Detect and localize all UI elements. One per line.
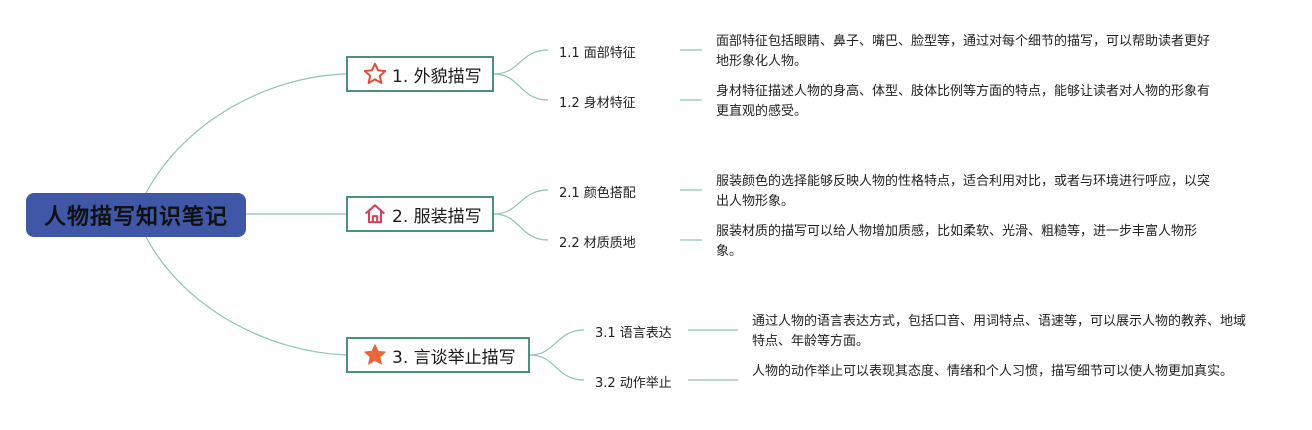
leaf-face-features[interactable]: 1.1 面部特征 [559, 46, 636, 61]
root-label: 人物描写知识笔记 [43, 205, 228, 230]
leaf-body-features[interactable]: 1.2 身材特征 [559, 96, 636, 111]
branch-label: 1. 外貌描写 [392, 66, 482, 87]
desc-language-expression: 通过人物的语言表达方式，包括口音、用词特点、语速等，可以展示人物的教养、地域特点… [752, 314, 1247, 349]
desc-body-features: 身材特征描述人物的身高、体型、肢体比例等方面的特点，能够让读者对人物的形象有更直… [716, 84, 1211, 119]
branch-label: 2. 服装描写 [392, 206, 482, 227]
leaf-material-texture[interactable]: 2.2 材质质地 [559, 236, 636, 251]
home-icon [362, 201, 388, 227]
branch-label: 3. 言谈举止描写 [392, 347, 516, 368]
desc-face-features: 面部特征包括眼睛、鼻子、嘴巴、脸型等，通过对每个细节的描写，可以帮助读者更好地形… [716, 34, 1211, 69]
leaf-language-expression[interactable]: 3.1 语言表达 [595, 326, 672, 341]
branch-clothing[interactable]: 2. 服装描写 [346, 196, 494, 232]
branch-appearance[interactable]: 1. 外貌描写 [346, 56, 494, 92]
desc-actions-manner: 人物的动作举止可以表现其态度、情绪和个人习惯，描写细节可以使人物更加真实。 [752, 364, 1234, 379]
branch-speech-behavior[interactable]: 3. 言谈举止描写 [346, 337, 530, 373]
star-filled-icon [362, 342, 388, 368]
leaf-actions-manner[interactable]: 3.2 动作举止 [595, 376, 672, 391]
desc-material-texture: 服装材质的描写可以给人物增加质感，比如柔软、光滑、粗糙等，进一步丰富人物形象。 [716, 224, 1198, 259]
star-outline-icon [362, 61, 388, 87]
root-node[interactable]: 人物描写知识笔记 [26, 193, 246, 237]
leaf-color-matching[interactable]: 2.1 颜色搭配 [559, 186, 636, 201]
desc-color-matching: 服装颜色的选择能够反映人物的性格特点，适合利用对比，或者与环境进行呼应，以突出人… [716, 174, 1211, 209]
